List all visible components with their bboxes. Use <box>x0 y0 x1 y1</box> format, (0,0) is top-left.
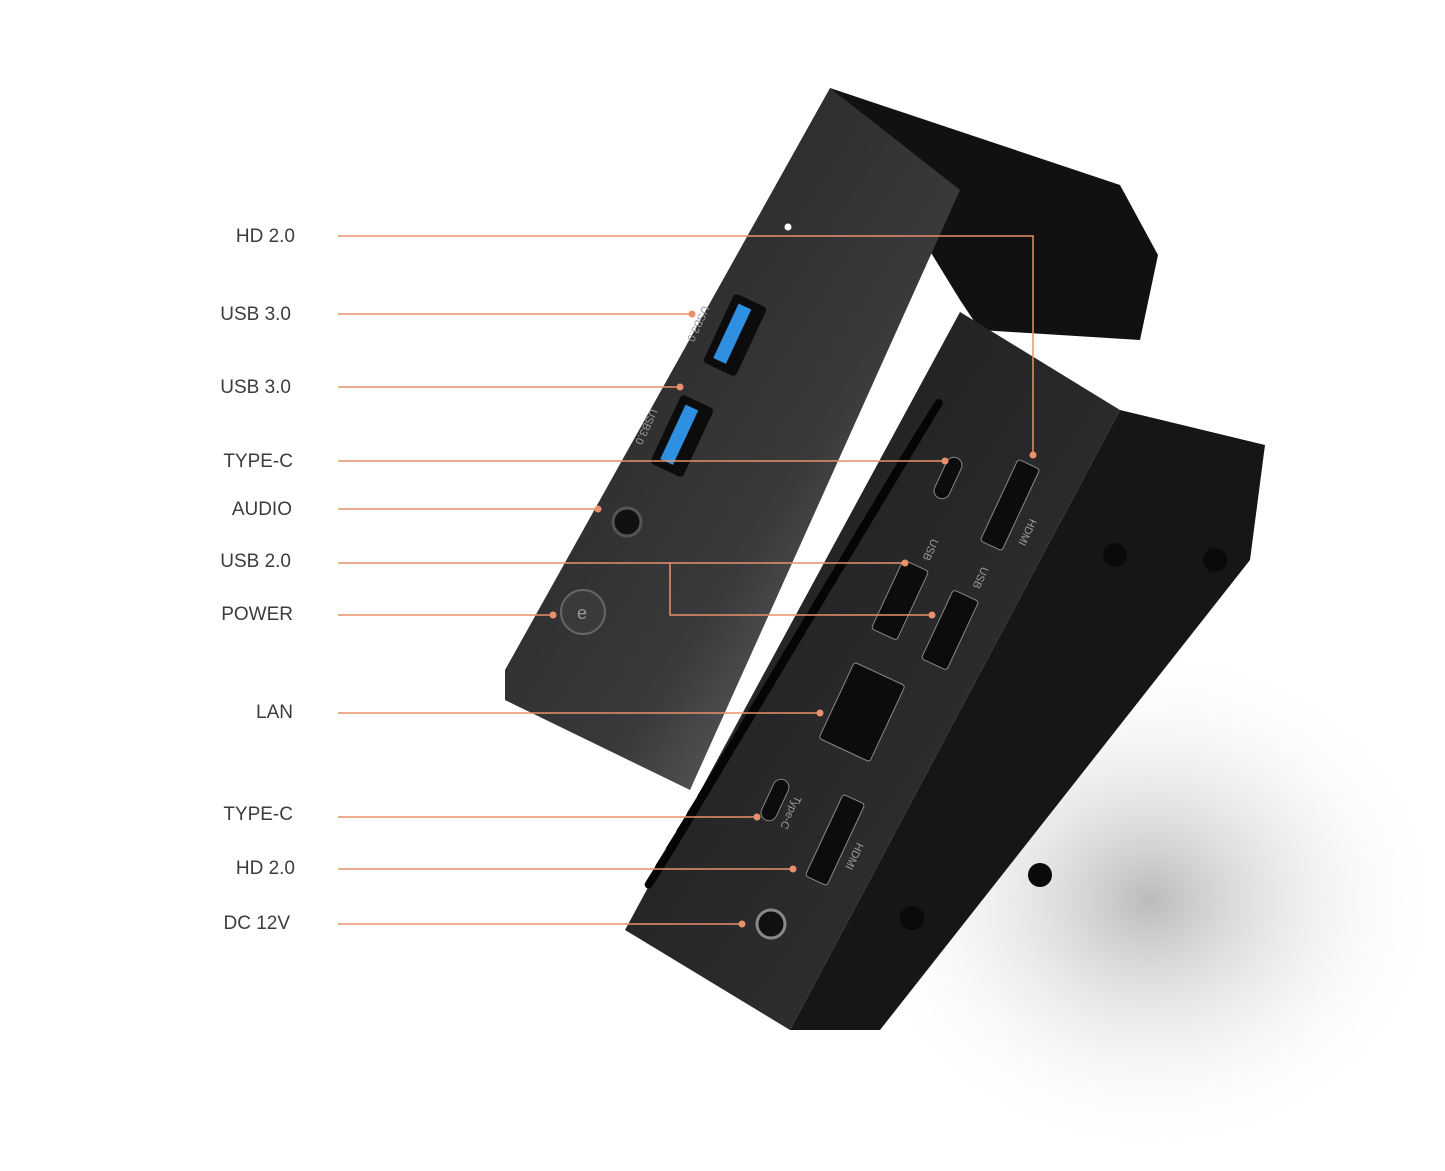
lan-port <box>819 662 905 762</box>
callout-label-audio: AUDIO <box>231 499 292 520</box>
leader-dot <box>901 559 909 567</box>
usb2-port-2 <box>921 590 979 670</box>
callout-label-dc: DC 12V <box>223 913 290 934</box>
status-led <box>784 223 792 231</box>
leader-line <box>669 563 932 616</box>
hdmi-port-top <box>980 459 1040 551</box>
dc-jack <box>755 908 787 940</box>
leader-dot <box>789 865 797 873</box>
callout-label-power: POWER <box>221 604 293 625</box>
power-icon: e <box>577 603 587 623</box>
leader-dot <box>594 505 602 513</box>
audio-jack <box>611 506 643 538</box>
leader-dot <box>928 611 936 619</box>
callout-label-hdmi-bottom: HD 2.0 <box>235 858 295 879</box>
typec-port-top <box>933 456 963 500</box>
leader-dot <box>676 383 684 391</box>
usb3-port-2 <box>650 395 714 477</box>
callout-leader-lines <box>338 235 1037 928</box>
leader-dot <box>688 310 696 318</box>
leader-dot <box>753 813 761 821</box>
rubber-foot <box>900 906 924 930</box>
callout-label-typec-top: TYPE-C <box>223 451 293 472</box>
callout-label-usb3-2: USB 3.0 <box>220 377 291 398</box>
callout-label-hdmi-top: HD 2.0 <box>235 226 295 247</box>
power-button <box>560 589 606 635</box>
rubber-foot <box>1103 543 1127 567</box>
callout-label-usb2: USB 2.0 <box>220 551 291 572</box>
hdmi-port-bottom <box>805 794 865 886</box>
lower-unit: HDMI USB USB Type-C HDMI <box>625 312 1265 1030</box>
leader-dot <box>941 457 949 465</box>
ventilation-slots <box>644 398 943 889</box>
vent-slot <box>644 836 681 889</box>
callout-label-usb3-1: USB 3.0 <box>220 304 291 325</box>
callout-label-lan: LAN <box>256 702 293 723</box>
leader-line <box>338 235 1034 455</box>
typec-port-bottom <box>760 778 790 822</box>
rubber-foot <box>1028 863 1052 887</box>
usb3-port-1 <box>703 294 767 376</box>
leader-dot <box>816 709 824 717</box>
rubber-foot <box>1203 548 1227 572</box>
leader-dot <box>1029 451 1037 459</box>
usb2-port-1 <box>871 560 929 640</box>
leader-dot <box>738 920 746 928</box>
leader-dot <box>549 611 557 619</box>
callout-label-typec-bottom: TYPE-C <box>223 804 293 825</box>
